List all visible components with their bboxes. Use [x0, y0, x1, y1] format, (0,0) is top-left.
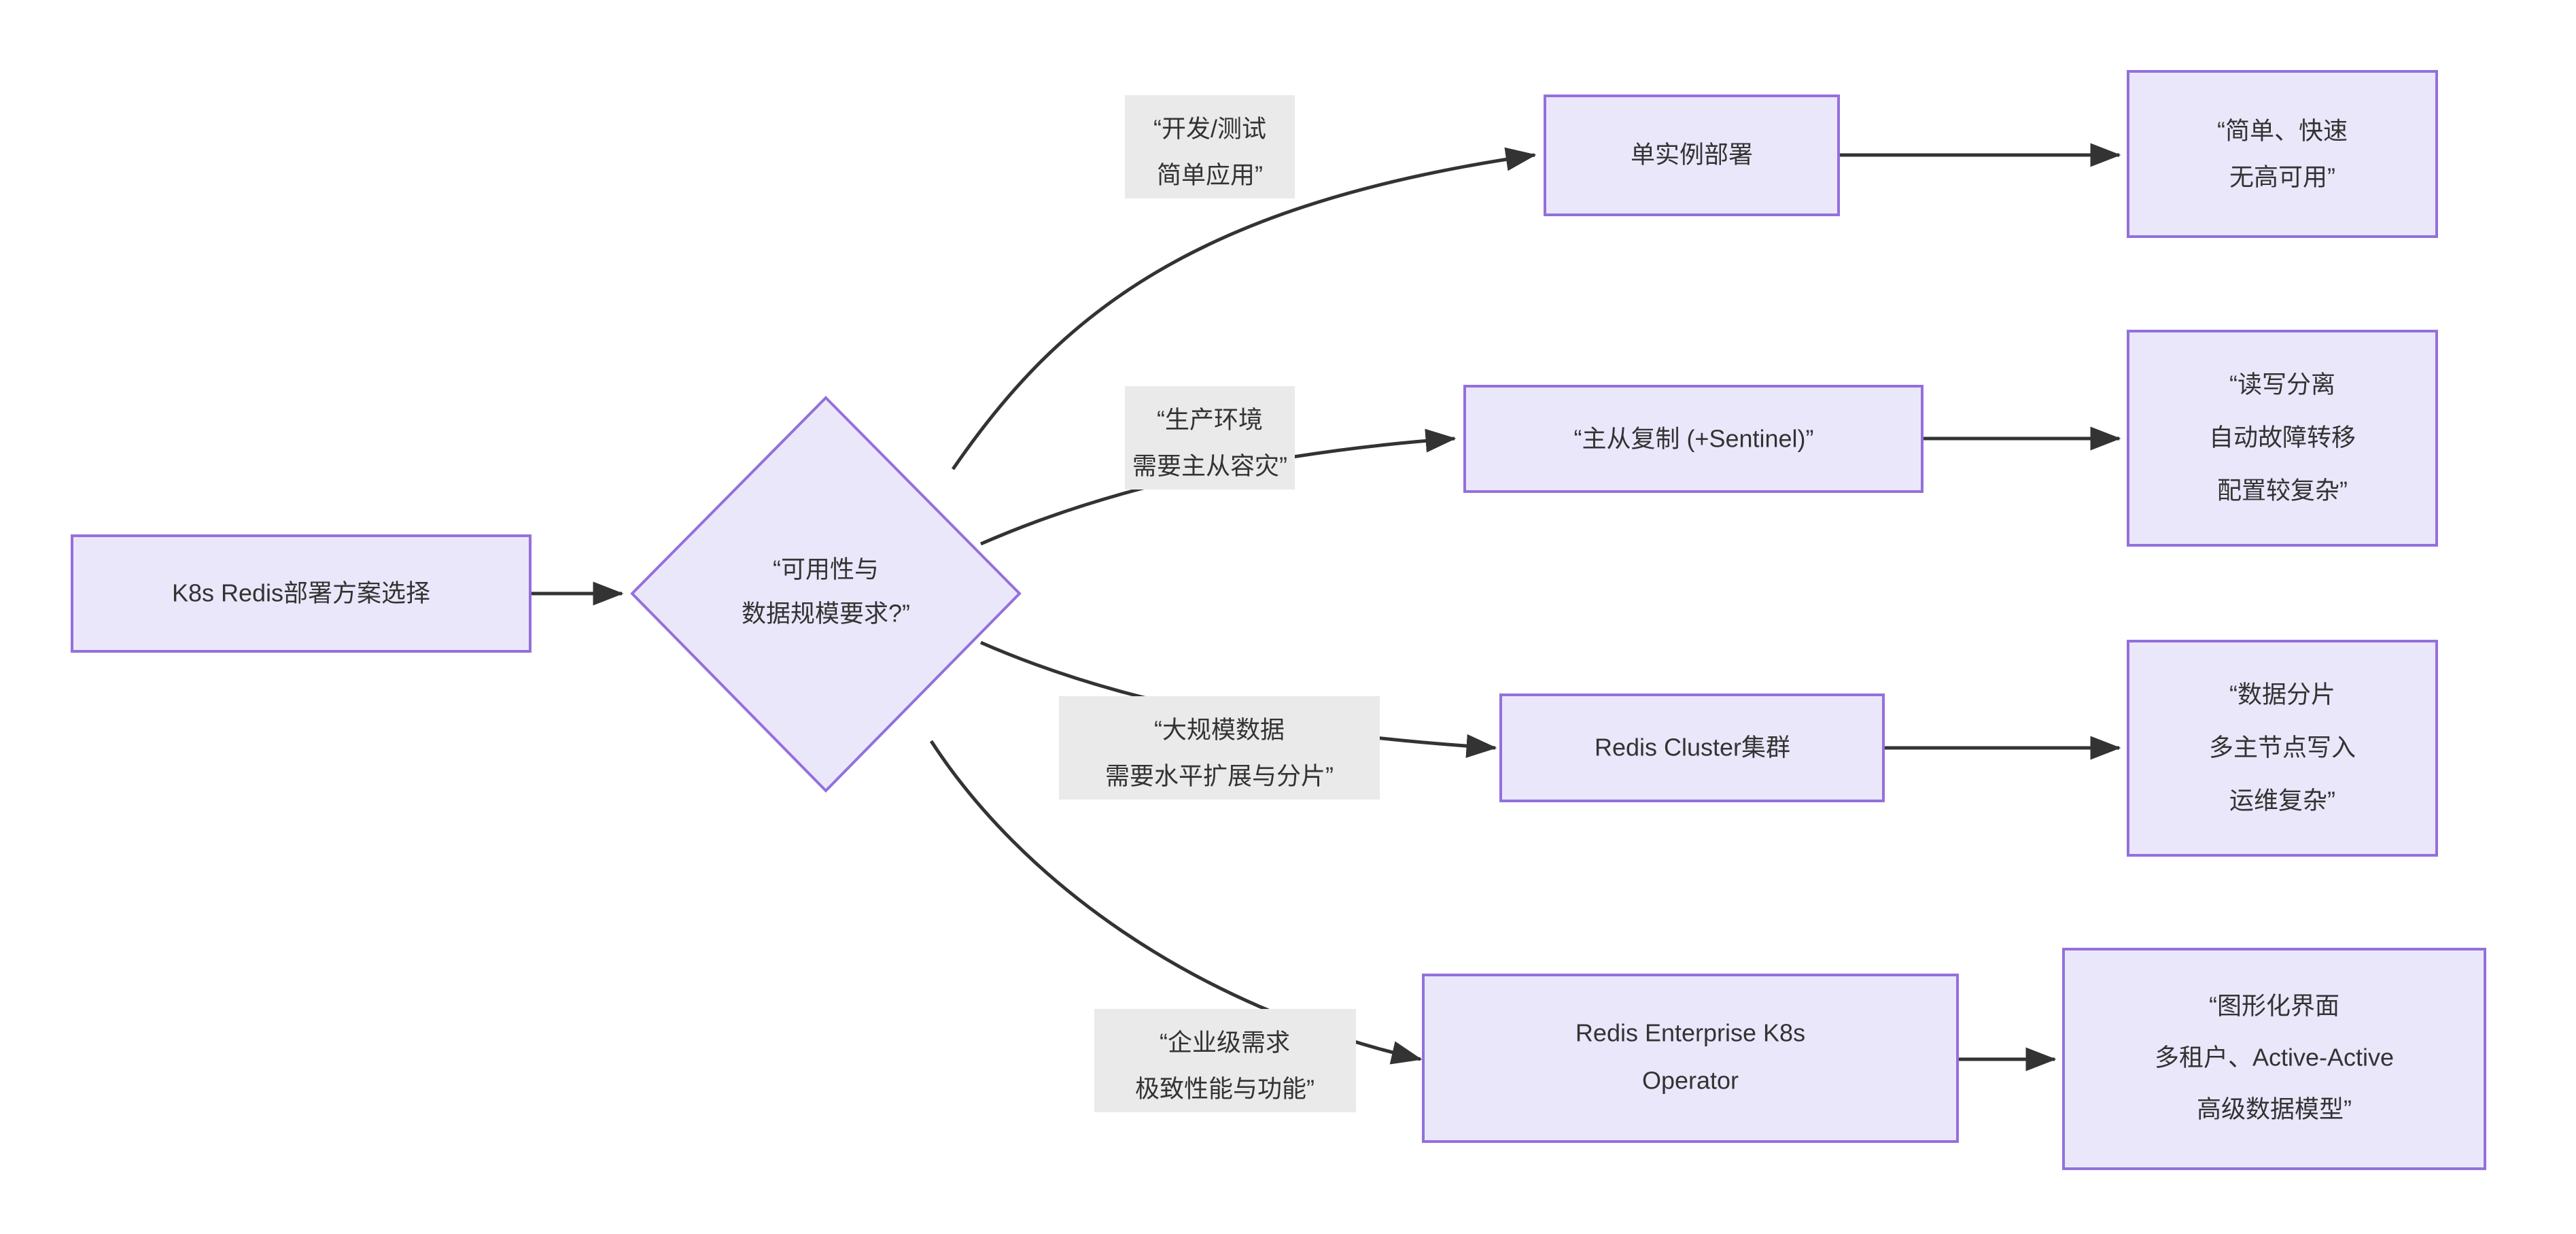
node-outcome3-shape[interactable] — [2127, 640, 2438, 857]
edge-label-branch3: “大规模数据 需要水平扩展与分片” — [1059, 696, 1380, 800]
node-outcome3-label-line1: “数据分片 — [2229, 681, 2335, 708]
node-outcome3-label-line2: 多主节点写入 — [2209, 734, 2356, 761]
edge-label-branch2-line2: 需要主从容灾” — [1132, 452, 1287, 480]
node-decision-label-line2: 数据规模要求?” — [742, 600, 910, 628]
node-option1-shape[interactable] — [1544, 95, 1840, 216]
node-option2-shape[interactable] — [1463, 385, 1924, 493]
node-outcome4-label-line3: 高级数据模型” — [2197, 1095, 2352, 1123]
node-outcome4-shape[interactable] — [2062, 948, 2486, 1170]
edge-label-branch3-bg — [1059, 696, 1380, 800]
node-outcome2-label-line2: 自动故障转移 — [2209, 424, 2356, 451]
node-start-shape[interactable] — [71, 534, 532, 653]
edge-label-branch4: “企业级需求 极致性能与功能” — [1094, 1009, 1356, 1112]
edge-decision-to-option1 — [951, 147, 1537, 470]
edge-label-branch4-bg — [1094, 1009, 1356, 1112]
edge-label-branch1-line1: “开发/测试 — [1153, 115, 1266, 143]
node-outcome1[interactable]: “简单、快速 无高可用” — [2127, 70, 2438, 238]
node-start[interactable]: K8s Redis部署方案选择 — [71, 534, 532, 653]
node-option2[interactable]: “主从复制 (+Sentinel)” — [1463, 385, 1924, 493]
node-outcome1-label-line2: 无高可用” — [2229, 163, 2335, 191]
node-option3-shape[interactable] — [1499, 693, 1885, 802]
node-option1-label: 单实例部署 — [1631, 141, 1753, 169]
node-option1[interactable]: 单实例部署 — [1544, 95, 1840, 216]
node-decision[interactable]: “可用性与 数据规模要求?” — [630, 396, 1022, 793]
node-outcome4-label-line2: 多租户、Active-Active — [2155, 1044, 2394, 1072]
node-start-label: K8s Redis部署方案选择 — [172, 579, 430, 607]
node-outcome3-label-line3: 运维复杂” — [2229, 787, 2335, 815]
edge-label-branch1: “开发/测试 简单应用” — [1125, 95, 1295, 199]
node-outcome1-label-line1: “简单、快速 — [2217, 117, 2348, 145]
node-outcome2-label-line1: “读写分离 — [2229, 371, 2335, 398]
node-option3-label: Redis Cluster集群 — [1595, 734, 1790, 761]
node-option4-shape[interactable] — [1422, 974, 1959, 1143]
node-option4-label-line1: Redis Enterprise K8s — [1576, 1019, 1805, 1047]
edge-label-branch2-bg — [1125, 386, 1295, 490]
edge-label-branch1-bg — [1125, 95, 1295, 199]
edge-label-branch4-line2: 极致性能与功能” — [1135, 1075, 1315, 1103]
node-option4-label-line2: Operator — [1642, 1067, 1739, 1095]
node-outcome3[interactable]: “数据分片 多主节点写入 运维复杂” — [2127, 640, 2438, 857]
node-outcome2[interactable]: “读写分离 自动故障转移 配置较复杂” — [2127, 330, 2438, 547]
node-outcome1-shape[interactable] — [2127, 70, 2438, 238]
node-outcome2-shape[interactable] — [2127, 330, 2438, 547]
node-option4[interactable]: Redis Enterprise K8s Operator — [1422, 974, 1959, 1143]
edge-label-branch3-line2: 需要水平扩展与分片” — [1105, 762, 1334, 790]
edge-label-branch3-line1: “大规模数据 — [1154, 716, 1285, 744]
edge-label-branch4-line1: “企业级需求 — [1160, 1029, 1290, 1057]
edge-label-branch2: “生产环境 需要主从容灾” — [1125, 386, 1295, 490]
node-option3[interactable]: Redis Cluster集群 — [1499, 693, 1885, 802]
node-outcome4[interactable]: “图形化界面 多租户、Active-Active 高级数据模型” — [2062, 948, 2486, 1170]
edge-label-branch1-line2: 简单应用” — [1157, 161, 1263, 189]
node-decision-shape[interactable] — [630, 396, 1022, 793]
node-decision-label-line1: “可用性与 — [773, 555, 879, 583]
node-outcome2-label-line3: 配置较复杂” — [2217, 477, 2348, 504]
node-option2-label: “主从复制 (+Sentinel)” — [1573, 425, 1813, 453]
edge-label-branch2-line1: “生产环境 — [1157, 406, 1263, 434]
node-outcome4-label-line1: “图形化界面 — [2209, 992, 2339, 1020]
